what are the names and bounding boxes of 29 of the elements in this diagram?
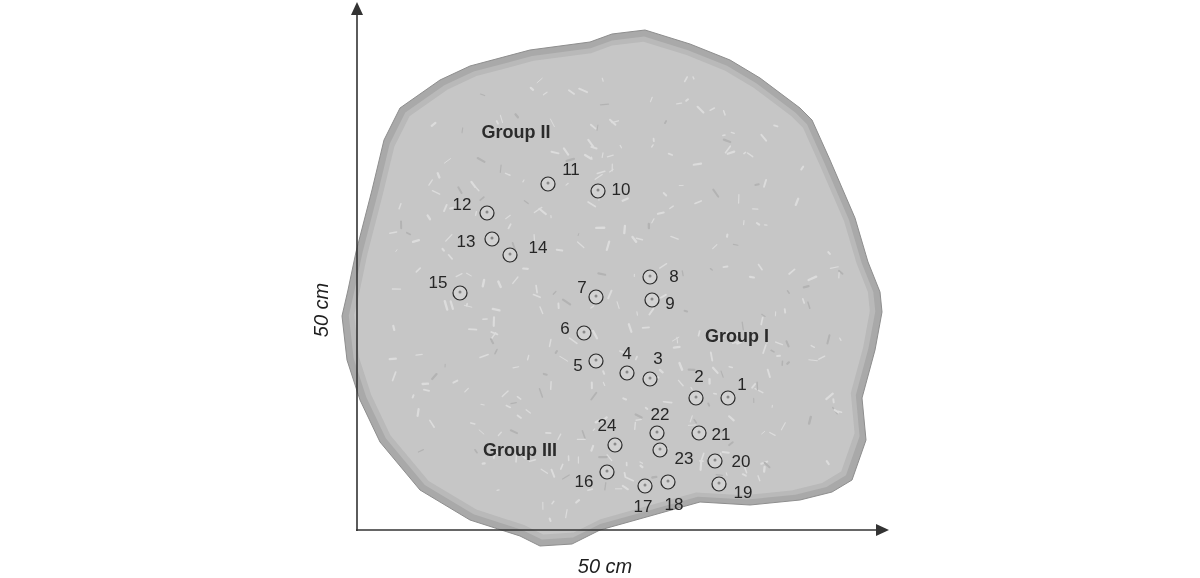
callout-number: 12 <box>452 195 472 213</box>
callout-number: 21 <box>711 425 731 443</box>
callout-number: 22 <box>650 405 670 423</box>
dimension-label: 50 cm <box>311 282 331 338</box>
callout-number: 15 <box>428 273 448 291</box>
callout-number: 18 <box>664 495 684 513</box>
callout-number: 19 <box>733 483 753 501</box>
dimension-label: 50 cm <box>577 556 633 576</box>
callout-number: 17 <box>633 497 653 515</box>
callout-number: 3 <box>653 349 663 367</box>
callout-number: 8 <box>669 267 679 285</box>
callout-number: 5 <box>573 356 583 374</box>
callout-number: 13 <box>456 232 476 250</box>
group-label: Group II <box>481 123 551 141</box>
callout-number: 11 <box>562 160 580 178</box>
group-label: Group I <box>705 327 769 345</box>
callout-number: 16 <box>574 472 594 490</box>
callout-number: 10 <box>611 180 631 198</box>
callout-number: 7 <box>577 278 587 296</box>
callout-number: 24 <box>597 416 617 434</box>
callout-number: 6 <box>560 319 570 337</box>
callout-number: 23 <box>674 449 694 467</box>
callout-number: 14 <box>528 238 548 256</box>
callout-number: 2 <box>694 367 704 385</box>
callout-number: 20 <box>731 452 751 470</box>
callout-number: 1 <box>737 375 747 393</box>
callout-number: 9 <box>665 294 675 312</box>
group-label: Group III <box>483 441 557 459</box>
callout-number: 4 <box>622 344 632 362</box>
